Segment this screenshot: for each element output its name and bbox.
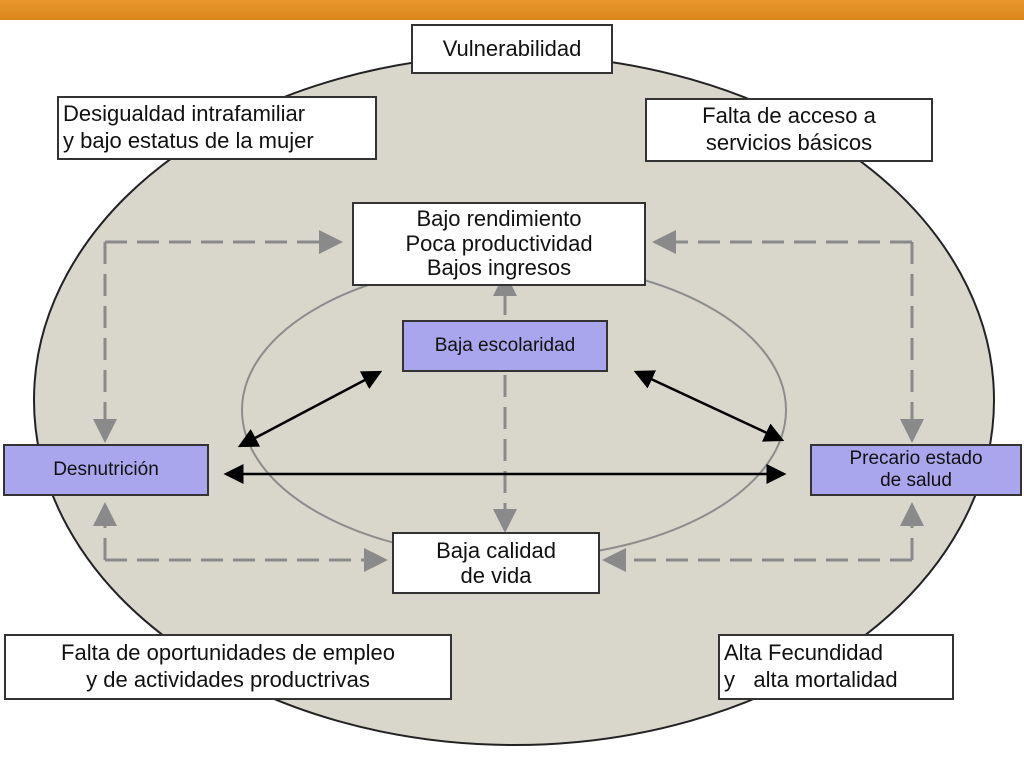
node-falta-oportunidades-line-2: y de actividades productrivas [86,667,370,692]
node-desnutricion-line-1: Desnutrición [53,459,159,481]
node-baja-calidad-line-1: Baja calidad [436,537,556,563]
node-alta-fecundidad-line-2: y alta mortalidad [724,667,898,692]
node-bajo-rendimiento: Bajo rendimiento Poca productividad Bajo… [352,202,646,286]
node-falta-oportunidades-line-1: Falta de oportunidades de empleo [61,640,395,666]
node-bajo-rendimiento-line-1: Bajo rendimiento [416,206,582,232]
node-baja-escolaridad-line-1: Baja escolaridad [434,335,576,357]
node-bajo-rendimiento-line-2: Poca productividad [405,230,593,256]
node-falta-acceso-line-1: Falta de acceso a [702,103,876,129]
node-precario-estado-line-1: Precario estado [849,448,983,470]
node-falta-oportunidades: Falta de oportunidades de empleo y de ac… [4,634,452,700]
node-baja-calidad: Baja calidad de vida [392,532,600,594]
node-precario-estado-line-2: de salud [880,470,952,491]
node-desnutricion: Desnutrición [3,444,209,496]
node-desigualdad: Desigualdad intrafamiliar y bajo estatus… [57,96,377,160]
node-baja-escolaridad: Baja escolaridad [402,320,608,372]
arrow-desnutricion-escolaridad [237,370,383,448]
node-desigualdad-line-1: Desigualdad intrafamiliar [63,101,306,127]
node-falta-acceso: Falta de acceso a servicios básicos [645,98,933,162]
node-alta-fecundidad-line-1: Alta Fecundidad [724,640,883,666]
node-baja-calidad-line-2: de vida [460,563,532,588]
node-desigualdad-line-2: y bajo estatus de la mujer [63,128,314,153]
node-bajo-rendimiento-line-3: Bajos ingresos [426,255,572,281]
node-alta-fecundidad: Alta Fecundidad y alta mortalidad [718,634,954,700]
node-precario-estado: Precario estado de salud [810,444,1022,496]
node-vulnerabilidad: Vulnerabilidad [411,24,613,74]
node-vulnerabilidad-line-1: Vulnerabilidad [442,35,582,61]
arrow-escolaridad-precario [633,370,785,442]
header-bar [0,0,1024,20]
node-falta-acceso-line-2: servicios básicos [705,130,873,155]
